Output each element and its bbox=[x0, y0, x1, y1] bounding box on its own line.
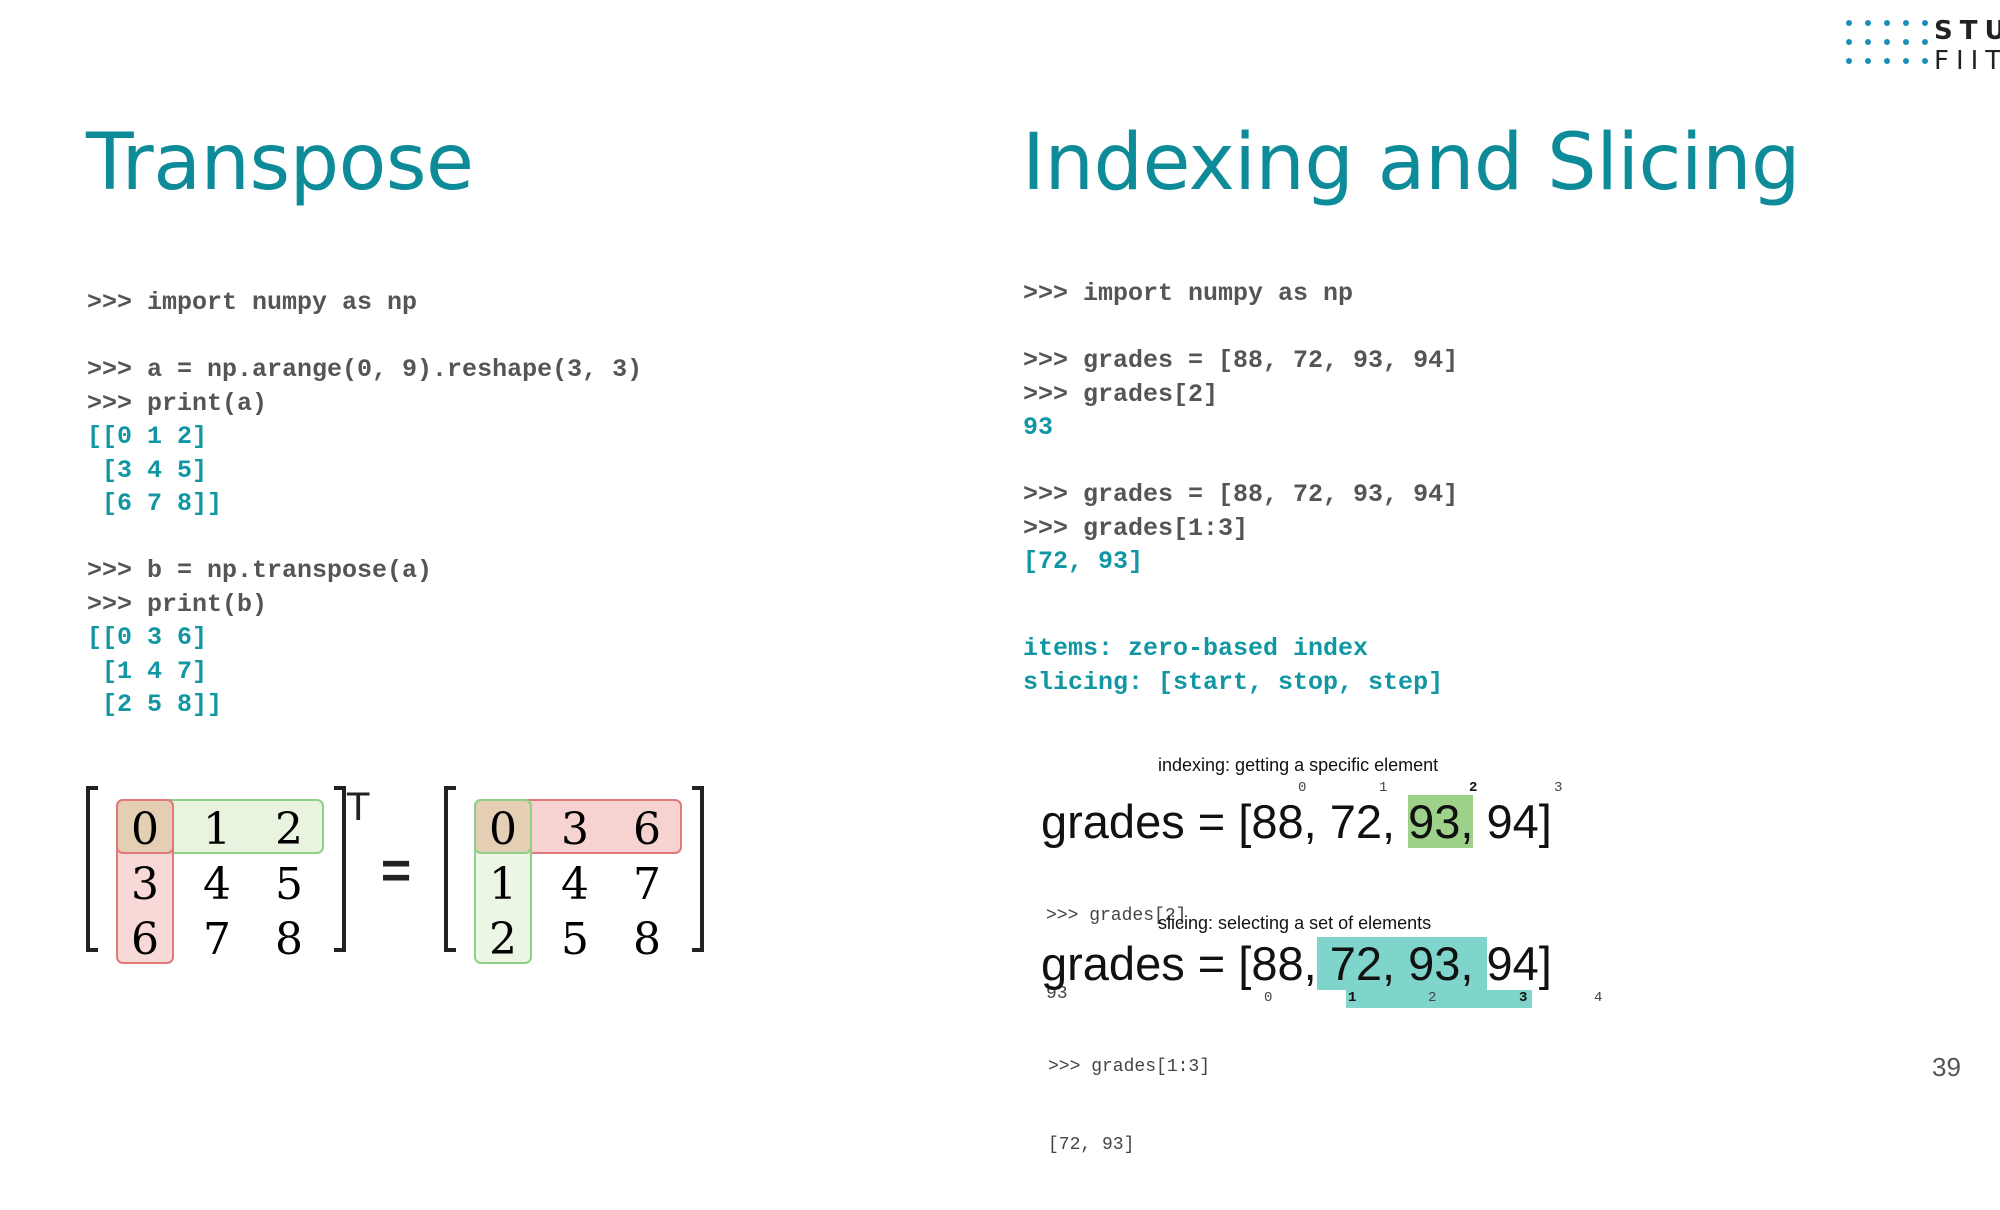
matrix-b-right-bracket bbox=[692, 786, 704, 952]
code-input-line: >>> import numpy as np bbox=[87, 288, 418, 317]
matrix-a-left-bracket bbox=[86, 786, 98, 952]
code-output-line: [[0 1 2] bbox=[87, 422, 208, 451]
matrix-a-entry: 6 bbox=[131, 914, 159, 965]
code-input-line: >>> b = np.transpose(a) bbox=[87, 556, 433, 585]
indexing-expr-highlight: 93, bbox=[1408, 795, 1474, 848]
code-blank-line bbox=[1023, 445, 1458, 479]
matrix-b-entry: 5 bbox=[561, 914, 589, 965]
code-input-line: >>> a = np.arange(0, 9).reshape(3, 3) bbox=[87, 355, 643, 384]
index-label-selected: 2 bbox=[1469, 780, 1478, 796]
code-output-line: 93 bbox=[1023, 413, 1054, 442]
matrix-b-entry: 6 bbox=[633, 804, 661, 855]
matrix-a-entry: 5 bbox=[275, 859, 303, 910]
index-label-start: 1 bbox=[1348, 990, 1357, 1006]
indexing-code: >>> grades[2] 93 bbox=[1046, 851, 1186, 1059]
indexing-code-block: >>> import numpy as np >>> grades = [88, … bbox=[1023, 277, 1458, 579]
matrix-b-entry: 0 bbox=[489, 804, 517, 855]
indexing-expr-suffix: 94] bbox=[1473, 795, 1552, 848]
matrix-a-entry: 3 bbox=[131, 859, 159, 910]
index-label: 2 bbox=[1428, 990, 1437, 1006]
indexing-expr-prefix: grades = [88, 72, bbox=[1041, 795, 1409, 848]
transpose-title: Transpose bbox=[86, 118, 474, 208]
matrix-b-entry: 4 bbox=[561, 859, 589, 910]
code-input-line: >>> grades = [88, 72, 93, 94] bbox=[1023, 480, 1459, 509]
matrix-a-overlap-cell bbox=[116, 799, 174, 854]
matrix-a-entry: 4 bbox=[203, 859, 231, 910]
transpose-code-block: >>> import numpy as np >>> a = np.arange(… bbox=[87, 286, 642, 722]
matrix-a-entry: 2 bbox=[275, 804, 303, 855]
matrix-b-entry: 3 bbox=[561, 804, 589, 855]
indexing-slicing-title: Indexing and Slicing bbox=[1022, 118, 1801, 208]
matrix-b-entry: 7 bbox=[633, 859, 661, 910]
code-output-line: [6 7 8]] bbox=[87, 489, 223, 518]
code-blank-line bbox=[87, 320, 642, 354]
indexing-caption: indexing: getting a specific element bbox=[1158, 755, 1439, 775]
logo-line-1: STU bbox=[1934, 16, 2000, 46]
index-label: 4 bbox=[1594, 990, 1603, 1006]
page-number: 39 bbox=[1932, 1052, 1961, 1082]
code-blank-line bbox=[1023, 311, 1458, 345]
code-output-line: [1 4 7] bbox=[87, 656, 208, 686]
indexing-code-line: 93 bbox=[1046, 984, 1068, 1004]
slicing-expr-prefix: grades = [88, bbox=[1041, 937, 1317, 990]
index-label: 0 bbox=[1298, 780, 1307, 796]
indexing-expression: grades = [88, 72, 93, 94] bbox=[1041, 794, 1552, 849]
code-output-line: [72, 93] bbox=[1023, 547, 1144, 576]
logo-dots-icon bbox=[1846, 20, 1928, 64]
index-label: 0 bbox=[1264, 990, 1273, 1006]
slicing-code-line: [72, 93] bbox=[1048, 1135, 1135, 1155]
code-input-line: >>> grades[1:3] bbox=[1023, 513, 1249, 543]
code-input-line: >>> grades[2] bbox=[1023, 379, 1219, 409]
code-input-line: >>> print(b) bbox=[87, 589, 268, 619]
code-blank-line bbox=[87, 521, 642, 555]
matrix-a-right-bracket bbox=[334, 786, 346, 952]
index-label-stop: 3 bbox=[1519, 990, 1528, 1006]
matrix-a-entry: 8 bbox=[275, 914, 303, 965]
slicing-expr-suffix: 94] bbox=[1486, 937, 1552, 990]
slicing-figure: slicing: selecting a set of elements gra… bbox=[1030, 910, 1630, 1155]
code-input-line: >>> import numpy as np bbox=[1023, 279, 1354, 308]
matrix-b-overlap-cell bbox=[474, 799, 532, 854]
indexing-notes: items: zero-based index slicing: [start, … bbox=[1023, 632, 1443, 699]
indexing-code-line: >>> grades[2] bbox=[1046, 906, 1187, 926]
index-label: 3 bbox=[1554, 780, 1563, 796]
slicing-expr-highlight: 72, 93, bbox=[1316, 937, 1487, 990]
index-label: 1 bbox=[1379, 780, 1388, 796]
transpose-superscript: T bbox=[346, 785, 370, 829]
code-input-line: >>> print(a) bbox=[87, 388, 268, 418]
code-output-line: [2 5 8]] bbox=[87, 690, 223, 719]
matrix-b-entry: 1 bbox=[489, 859, 517, 910]
slicing-index-band bbox=[1346, 990, 1532, 1008]
matrix-b-left-bracket bbox=[444, 786, 456, 952]
note-line: items: zero-based index bbox=[1023, 634, 1369, 663]
matrix-a-entry: 0 bbox=[131, 804, 159, 855]
matrix-b-entry: 2 bbox=[489, 914, 517, 965]
indexing-figure: indexing: getting a specific element 0 1… bbox=[1030, 752, 1630, 1004]
matrix-b-entry: 8 bbox=[633, 914, 661, 965]
code-output-line: [[0 3 6] bbox=[87, 623, 208, 652]
matrix-a-entry: 1 bbox=[203, 804, 231, 855]
slicing-caption: slicing: selecting a set of elements bbox=[1158, 913, 1432, 933]
equals-sign: = bbox=[381, 842, 411, 900]
code-input-line: >>> grades = [88, 72, 93, 94] bbox=[1023, 346, 1459, 375]
matrix-a-entry: 7 bbox=[203, 914, 231, 965]
code-output-line: [3 4 5] bbox=[87, 455, 208, 485]
note-line: slicing: [start, stop, step] bbox=[1023, 667, 1444, 697]
slicing-code: >>> grades[1:3] [72, 93] bbox=[1048, 1002, 1210, 1210]
slicing-expression: grades = [88, 72, 93, 94] bbox=[1041, 936, 1552, 991]
slicing-code-line: >>> grades[1:3] bbox=[1048, 1057, 1211, 1077]
